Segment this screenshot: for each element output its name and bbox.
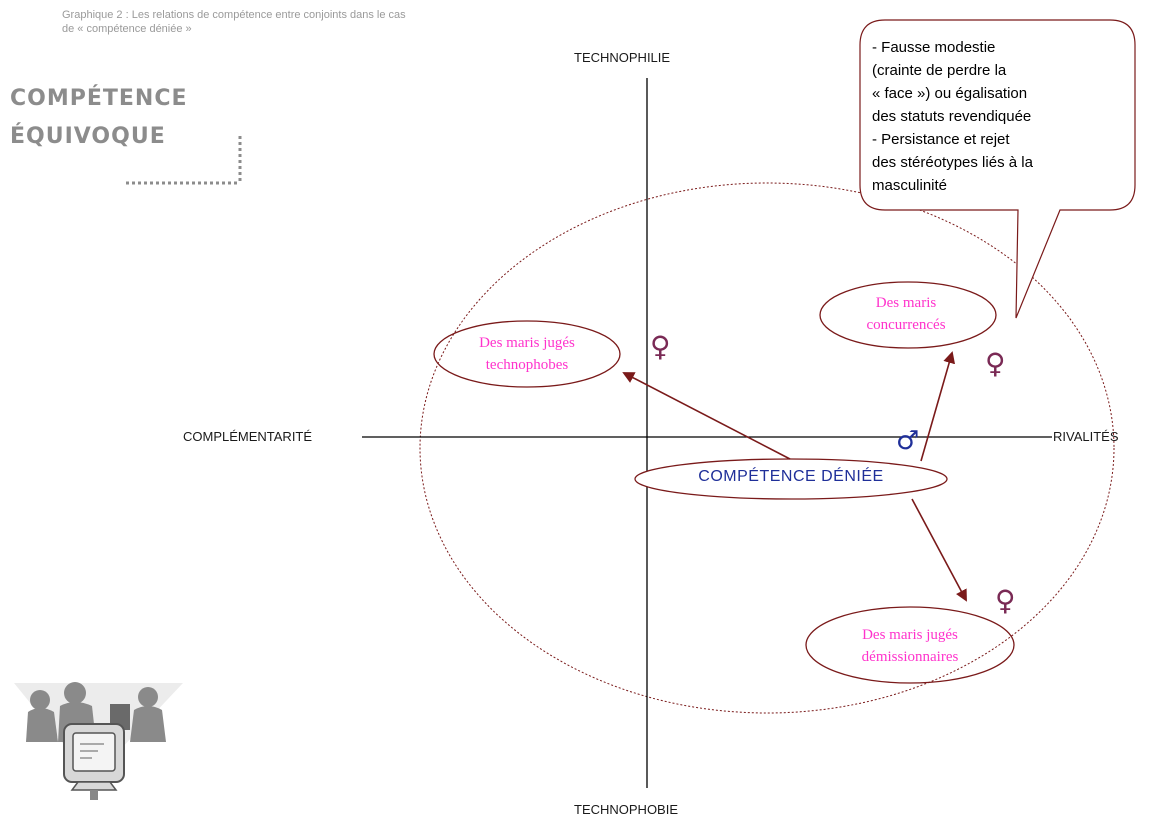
- node-demissionnaires-line-1: Des maris jugés: [862, 627, 958, 643]
- callout-bubble: [859, 19, 1136, 319]
- node-technophobes-ellipse: [433, 320, 621, 388]
- node-technophobes-line-2: technophobes: [485, 357, 569, 373]
- axis-label-left: COMPLÉMENTARITÉ: [183, 429, 313, 444]
- brand-title-line-2: ÉQUIVOQUE: [10, 124, 166, 149]
- male-symbol-icon: ♂: [896, 426, 920, 456]
- female-symbol-icon: ♀: [650, 330, 671, 363]
- female-symbol-icon: ♀: [995, 584, 1016, 617]
- node-center-ellipse: [634, 458, 948, 500]
- callout-line: - Fausse modestie: [872, 39, 996, 56]
- callout-line: masculinité: [872, 177, 948, 194]
- node-concurrences-line-1: Des maris: [875, 295, 937, 311]
- arrow-to-technophobes: [622, 372, 791, 460]
- arrow-to-concurrences: [920, 351, 956, 462]
- figure-caption: Graphique 2 : Les relations de compétenc…: [62, 8, 602, 36]
- callout-line: des stéréotypes liés à la: [872, 154, 1033, 171]
- node-concurrences-line-2: concurrencés: [866, 317, 946, 333]
- node-center-label: COMPÉTENCE DÉNIÉE: [698, 468, 884, 485]
- axis-label-top: TECHNOPHILIE: [574, 50, 671, 65]
- arrow-to-demissionnaires: [911, 498, 967, 602]
- callout-text: - Fausse modestie (crainte de perdre la …: [872, 36, 1132, 197]
- caption-line-2: de « compétence déniée »: [62, 23, 192, 35]
- outer-dotted-ellipse: [419, 182, 1115, 714]
- node-demissionnaires-ellipse: [805, 606, 1015, 684]
- callout-line: « face ») ou égalisation: [872, 85, 1028, 102]
- brand-title-line-1: COMPÉTENCE: [10, 86, 188, 111]
- node-demissionnaires-label: Des maris jugés démissionnaires: [810, 624, 1010, 668]
- brand-dotted-bracket: [126, 136, 242, 185]
- computer-people-illustration: [14, 682, 183, 800]
- callout-line: (crainte de perdre la: [872, 62, 1007, 79]
- female-symbol-icon: ♀: [985, 347, 1006, 380]
- node-technophobes-label: Des maris jugés technophobes: [437, 332, 617, 376]
- axis-label-right: RIVALITÉS: [1053, 429, 1119, 444]
- node-concurrences-label: Des maris concurrencés: [818, 292, 994, 336]
- axis-label-bottom: TECHNOPHOBIE: [574, 802, 679, 817]
- node-concurrences-ellipse: [819, 281, 997, 349]
- callout-line: - Persistance et rejet: [872, 131, 1010, 148]
- node-demissionnaires-line-2: démissionnaires: [861, 649, 959, 665]
- node-technophobes-line-1: Des maris jugés: [479, 335, 575, 351]
- callout-line: des statuts revendiquée: [872, 108, 1032, 125]
- caption-line-1: Graphique 2 : Les relations de compétenc…: [62, 9, 406, 21]
